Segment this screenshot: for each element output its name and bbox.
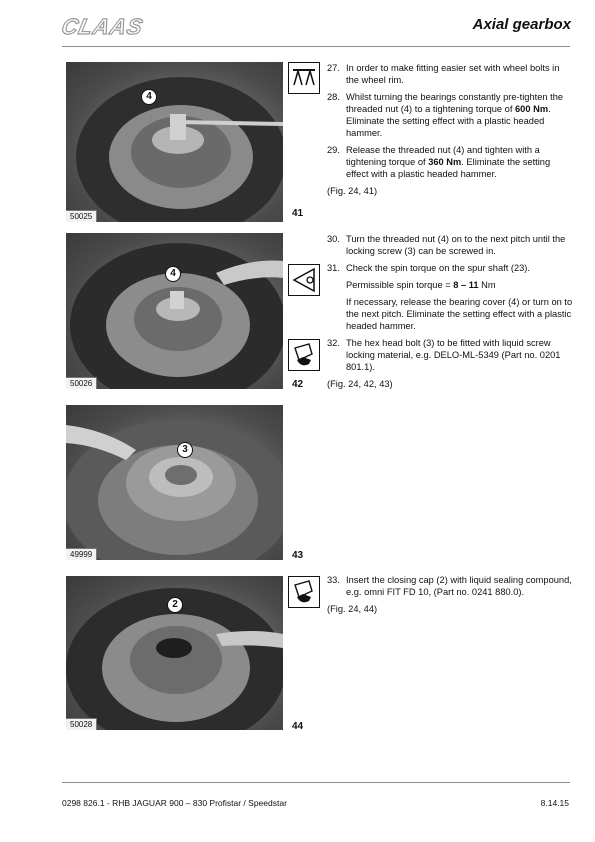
figure-44-photo: 2 50028 — [66, 576, 283, 730]
step-27: 27. In order to make fitting easier set … — [327, 63, 560, 85]
figure-41-callout: 4 — [141, 89, 157, 105]
figure-44-number: 44 — [292, 721, 304, 732]
figure-reference-3: (Fig. 24, 44) — [327, 604, 378, 614]
torque-gauge-icon — [288, 264, 320, 296]
figure-42-code: 50026 — [66, 377, 98, 389]
page-number: 8.14.15 — [540, 798, 569, 808]
page-title: Axial gearbox — [472, 16, 571, 33]
footer-rule — [62, 782, 570, 783]
figure-44-callout: 2 — [167, 597, 183, 613]
spin-torque-spec: Permissible spin torque = 8 – 11 Nm — [346, 280, 496, 290]
figure-reference-2: (Fig. 24, 42, 43) — [327, 379, 393, 389]
torque-600: 600 Nm — [515, 104, 549, 114]
figure-44-code: 50028 — [66, 718, 98, 730]
figure-43-number: 43 — [292, 550, 304, 561]
figure-41-code: 50025 — [66, 210, 98, 222]
step-31: 31. Check the spin torque on the spur sh… — [327, 263, 530, 273]
figure-42-callout: 4 — [165, 266, 181, 282]
step-32: 32. The hex head bolt (3) to be fitted w… — [327, 338, 561, 372]
text-block-3: 33. Insert the closing cap (2) with liqu… — [327, 574, 573, 619]
figure-43-callout: 3 — [177, 442, 193, 458]
header-rule — [62, 46, 570, 47]
step-29: 29. Release the threaded nut (4) and tig… — [327, 145, 551, 179]
step-33: 33. Insert the closing cap (2) with liqu… — [327, 575, 572, 597]
figure-42-photo: 4 50026 — [66, 233, 283, 389]
figure-41-number: 41 — [292, 208, 304, 219]
figure-43-photo: 3 49999 — [66, 405, 283, 560]
figure-41-photo: 4 50025 — [66, 62, 283, 222]
torque-360: 360 Nm — [428, 157, 462, 167]
text-block-2: 30. Turn the threaded nut (4) on to the … — [327, 233, 573, 394]
step-28: 28. Whilst turning the bearings constant… — [327, 92, 564, 138]
figure-43-code: 49999 — [66, 548, 98, 560]
figure-reference-1: (Fig. 24, 41) — [327, 186, 378, 196]
footer-doc-ref: 0298 826.1 - RHB JAGUAR 900 – 830 Profis… — [62, 798, 287, 808]
support-stand-icon — [288, 62, 320, 94]
text-block-1: 27. In order to make fitting easier set … — [327, 62, 573, 201]
figure-42-number: 42 — [292, 379, 304, 390]
step-30: 30. Turn the threaded nut (4) on to the … — [327, 234, 566, 256]
sealant-tube-icon — [288, 576, 320, 608]
step-27-text: In order to make fitting easier set with… — [346, 63, 560, 85]
spin-torque-note: If necessary, release the bearing cover … — [346, 297, 573, 331]
claas-logo: CLAAS — [59, 13, 146, 39]
sealant-tube-icon — [288, 339, 320, 371]
